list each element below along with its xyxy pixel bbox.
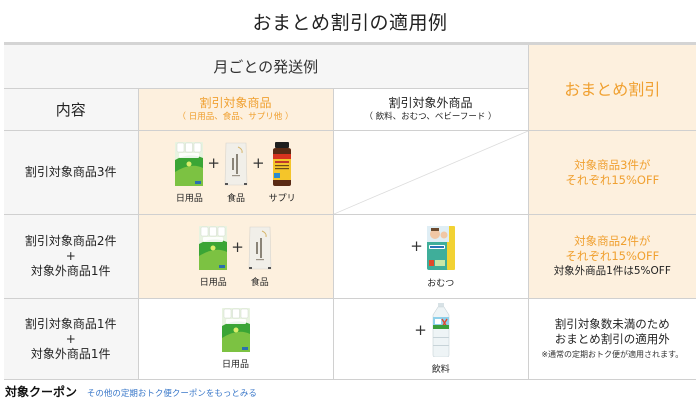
non-eligible-products-header: 割引対象外商品 （ 飲料、おむつ、ベビーフード ） [332,88,529,131]
eligible-examples: （ 日用品、食品、サプリ他 ） [177,112,294,122]
product-beverage: 飲料 [431,303,451,375]
non-eligible-products-cell: + おむつ [332,214,529,299]
result-note: 対象外商品1件は5%OFF [553,265,671,277]
discount-result-cell: 対象商品2件が それぞれ15%OFF 対象外商品1件は5%OFF [527,214,697,299]
result-line: それぞれ15%OFF [565,249,660,263]
water-bottle-icon [431,303,451,357]
eligible-products-cell: 日用品 [137,298,334,380]
result-footnote: ※通常の定期おトク便が適用されます。 [541,349,684,359]
row-label-line: 対象外商品1件 [30,264,111,278]
tissue-package-icon [175,142,203,186]
matome-discount-header: おまとめ割引 [527,43,697,131]
non-eligible-label: 割引対象外商品 [388,96,473,110]
discount-result-cell: 割引対象数未満のため おまとめ割引の適用外 ※通常の定期おトク便が適用されます。 [527,298,697,380]
eligible-label: 割引対象商品 [199,96,272,110]
non-eligible-products-cell: + 飲料 [332,298,529,380]
plus-sign: + [410,236,423,255]
supplement-bottle-icon [271,142,293,186]
diagonal-slash-icon [334,131,528,214]
result-line: それぞれ15%OFF [565,172,660,187]
result-line: 対象商品3件が [574,157,651,172]
product-food: 食品 [224,142,248,204]
product-label: おむつ [427,278,455,289]
row-label-line: 割引対象商品3件 [24,165,117,179]
product-diaper: おむつ [427,225,455,289]
row-label: 割引対象商品3件 [4,130,139,215]
diaper-package-icon [427,225,455,271]
more-coupons-link[interactable]: その他の定期おトク便クーポンをもっとみる [86,389,257,399]
plus-sign: + [251,153,265,172]
result-line: おまとめ割引の適用外 [554,331,670,346]
row-label-line: + [65,331,76,346]
page-title: おまとめ割引の適用例 [252,12,448,34]
row-label-line: 対象外商品1件 [30,346,111,361]
product-label: サプリ [268,193,296,204]
rice-bag-icon [224,142,248,186]
non-eligible-empty-cell [332,130,529,215]
coupon-footer: 対象クーポン その他の定期おトク便クーポンをもっとみる [5,383,257,400]
table-row: 割引対象商品3件 日用品 + 食品 + サプリ [4,130,697,215]
product-label: 日用品 [199,277,227,288]
eligible-products-cell: 日用品 + 食品 + サプリ [137,130,334,215]
product-food: 食品 [248,226,272,288]
product-label: 食品 [226,193,245,204]
plus-sign: + [414,321,427,339]
product-label: 日用品 [221,360,249,370]
contents-header: 内容 [4,88,139,131]
product-daily-goods: 日用品 [222,308,250,370]
product-daily-goods: 日用品 [199,226,227,288]
table-row: 割引対象商品2件 + 対象外商品1件 日用品 + 食品 + [4,214,697,299]
result-line: 対象商品2件が [574,234,651,248]
rice-bag-icon [248,226,272,270]
eligible-products-header: 割引対象商品 （ 日用品、食品、サプリ他 ） [137,88,334,131]
tissue-package-icon [199,226,227,270]
product-label: 日用品 [175,193,203,204]
non-eligible-examples: （ 飲料、おむつ、ベビーフード ） [364,112,497,122]
discount-result-cell: 対象商品3件が それぞれ15%OFF [527,130,697,215]
row-label-line: 割引対象商品2件 [24,234,117,248]
discount-examples-table: 月ごとの発送例 おまとめ割引 内容 割引対象商品 （ 日用品、食品、サプリ他 ）… [4,42,697,380]
result-line: 割引対象数未満のため [554,316,670,331]
product-label: 飲料 [431,365,450,375]
row-label-line: 割引対象商品1件 [24,316,117,331]
eligible-products-cell: 日用品 + 食品 [137,214,334,299]
coupon-heading: 対象クーポン [5,385,78,399]
monthly-shipping-header: 月ごとの発送例 [4,43,529,89]
row-label-line: + [65,249,76,263]
row-label: 割引対象商品2件 + 対象外商品1件 [4,214,139,299]
row-label: 割引対象商品1件 + 対象外商品1件 [4,298,139,380]
product-supplement: サプリ [269,142,296,204]
product-label: 食品 [250,277,269,288]
product-daily-goods: 日用品 [175,142,203,204]
plus-sign: + [231,237,244,256]
tissue-package-icon [222,308,250,352]
plus-sign: + [207,153,220,172]
table-row: 割引対象商品1件 + 対象外商品1件 日用品 + 飲料 割引対象数未満のため [4,298,697,380]
